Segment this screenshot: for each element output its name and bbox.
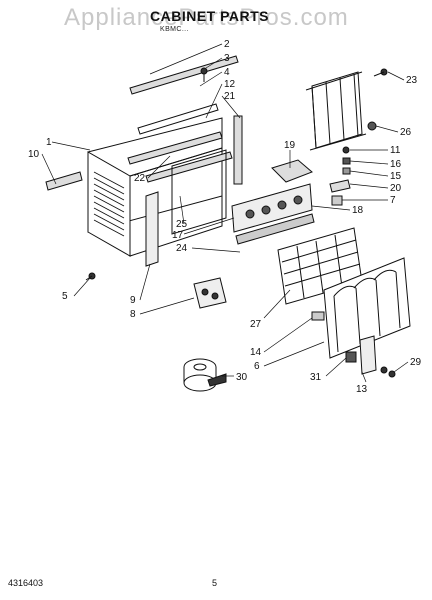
callout-18: 18: [352, 205, 364, 216]
clip-part: [331, 195, 343, 206]
callout-2: 2: [224, 39, 230, 50]
callout-6: 6: [254, 361, 260, 372]
window-frame: [305, 71, 367, 151]
callout-26: 26: [400, 127, 412, 138]
model-subtitle: KBMC...: [160, 26, 189, 33]
callout-24: 24: [176, 243, 188, 254]
callout-7: 7: [390, 195, 396, 206]
tab-part: [311, 311, 325, 321]
hinge-bracket: [359, 335, 377, 375]
callout-10: 10: [28, 149, 40, 160]
frame-screw: [373, 68, 388, 77]
callout-25: 25: [176, 219, 188, 230]
callout-29: 29: [410, 357, 422, 368]
callout-27: 27: [250, 319, 262, 330]
leader-lines: [41, 43, 409, 383]
callout-12: 12: [224, 79, 236, 90]
control-bracket: [271, 159, 313, 183]
vertical-channel: [233, 115, 243, 185]
callout-16: 16: [390, 159, 402, 170]
callout-1: 1: [46, 137, 52, 148]
callout-30: 30: [236, 372, 248, 383]
mounting-bracket: [193, 277, 227, 309]
callout-5: 5: [62, 291, 68, 302]
side-louvers: [93, 171, 125, 237]
page-number: 5: [212, 578, 218, 588]
callout-17: 17: [172, 230, 184, 241]
callout-14: 14: [250, 347, 262, 358]
base-bracket: [45, 171, 83, 191]
callout-3: 3: [224, 53, 230, 64]
knob-part: [367, 121, 377, 131]
page-title: CABINET PARTS: [150, 8, 270, 24]
callout-labels: 2 3 4 12 21 1 10 22 25 17 24 5 9 8 23 26…: [28, 39, 422, 395]
watermark: AppliancePartsPros.com: [64, 4, 349, 31]
callout-22: 22: [134, 173, 146, 184]
callout-21: 21: [224, 91, 236, 102]
clip-31: [345, 351, 357, 363]
screw-part: [200, 67, 208, 82]
grille-screws: [380, 366, 396, 378]
callout-19: 19: [284, 140, 296, 151]
callout-4: 4: [224, 67, 230, 78]
interior-partition: [171, 149, 227, 235]
callout-13: 13: [356, 384, 368, 395]
control-panel: [231, 183, 315, 245]
tape-roll: [183, 358, 227, 392]
mount-screw: [85, 272, 96, 281]
front-grille: [323, 257, 411, 359]
callout-15: 15: [390, 171, 402, 182]
document-number: 4316403: [8, 578, 44, 588]
side-channel: [145, 191, 159, 267]
callout-23: 23: [406, 75, 418, 86]
callout-20: 20: [390, 183, 402, 194]
callout-9: 9: [130, 295, 136, 306]
callout-31: 31: [310, 372, 322, 383]
hardware-15: [342, 167, 351, 175]
hardware-11: [342, 146, 350, 154]
parts-artwork: [45, 55, 411, 392]
callout-11: 11: [390, 145, 401, 156]
top-rails: [127, 55, 239, 183]
hardware-16: [342, 157, 351, 165]
latch-part: [329, 179, 351, 193]
callout-8: 8: [130, 309, 136, 320]
